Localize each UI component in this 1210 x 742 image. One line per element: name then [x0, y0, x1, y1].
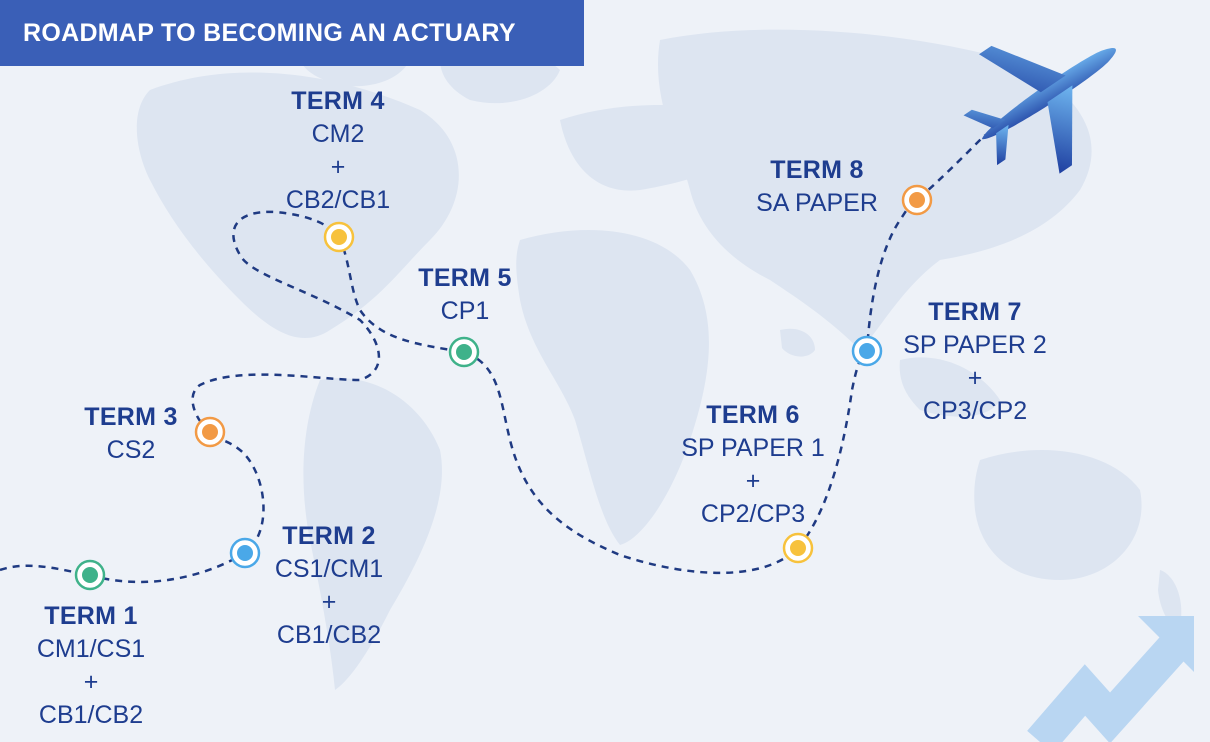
- term-title: TERM 4: [291, 87, 385, 115]
- trend-arrow-icon: [1027, 616, 1194, 742]
- term-6-block: TERM 6 SP PAPER 1 + CP2/CP3: [681, 399, 825, 531]
- world-map-landmasses: [136, 29, 1182, 690]
- title-banner: ROADMAP TO BECOMING AN ACTUARY: [0, 0, 584, 66]
- term-exam-line: SP PAPER 1: [681, 434, 825, 462]
- term-exam-line: +: [321, 588, 337, 616]
- term-5-marker: [448, 336, 480, 368]
- term-8-marker: [901, 184, 933, 216]
- term-5-block: TERM 5 CP1: [418, 262, 511, 328]
- term-exam-line: CP1: [440, 297, 490, 325]
- term-3-marker: [194, 416, 226, 448]
- term-exam-line: CP3/CP2: [922, 397, 1028, 425]
- term-2-marker: [229, 537, 261, 569]
- term-exam-line: CM1/CS1: [36, 635, 146, 663]
- term-2-block: TERM 2 CS1/CM1 + CB1/CB2: [275, 520, 383, 652]
- term-title: TERM 1: [44, 602, 138, 630]
- dashed-route-line: [0, 134, 986, 584]
- term-4-marker: [323, 221, 355, 253]
- term-exam-line: +: [83, 668, 99, 696]
- term-exam-line: CS2: [106, 436, 156, 464]
- term-8-block: TERM 8 SA PAPER: [756, 154, 878, 220]
- term-exam-line: +: [330, 153, 346, 181]
- term-6-marker: [782, 532, 814, 564]
- term-exam-line: +: [745, 467, 761, 495]
- term-exam-line: SA PAPER: [756, 189, 878, 217]
- term-7-block: TERM 7 SP PAPER 2 + CP3/CP2: [903, 296, 1047, 428]
- term-1-block: TERM 1 CM1/CS1 + CB1/CB2: [37, 600, 145, 732]
- term-exam-line: CS1/CM1: [274, 555, 384, 583]
- term-exam-line: CM2: [311, 120, 365, 148]
- term-3-block: TERM 3 CS2: [84, 401, 177, 467]
- term-7-marker: [851, 335, 883, 367]
- term-4-block: TERM 4 CM2 + CB2/CB1: [286, 85, 390, 217]
- term-1-marker: [74, 559, 106, 591]
- page-title: ROADMAP TO BECOMING AN ACTUARY: [23, 18, 516, 47]
- term-exam-line: +: [967, 364, 983, 392]
- term-exam-line: CB2/CB1: [285, 186, 391, 214]
- term-title: TERM 7: [928, 298, 1022, 326]
- term-exam-line: SP PAPER 2: [903, 331, 1047, 359]
- term-exam-line: CP2/CP3: [700, 500, 806, 528]
- term-title: TERM 8: [770, 156, 864, 184]
- term-title: TERM 5: [418, 264, 512, 292]
- term-title: TERM 2: [282, 522, 376, 550]
- term-title: TERM 6: [706, 401, 800, 429]
- term-exam-line: CB1/CB2: [38, 701, 144, 729]
- term-exam-line: CB1/CB2: [276, 621, 382, 649]
- term-title: TERM 3: [84, 403, 178, 431]
